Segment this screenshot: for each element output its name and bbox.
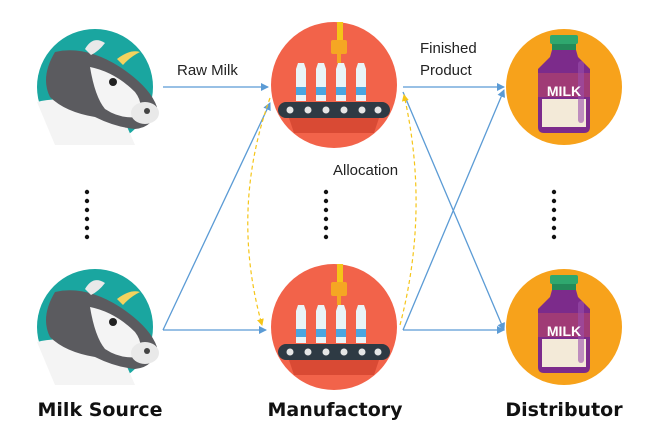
- column-title-manufactory: Manufactory: [267, 399, 403, 421]
- allocation-label: Allocation: [333, 162, 398, 179]
- bottling-conveyor-icon: [271, 264, 397, 390]
- finished-product-label-line1: Finished: [420, 40, 477, 57]
- column-title-distributor: Distributor: [505, 399, 623, 421]
- finished-product-label-line2: Product: [420, 62, 473, 79]
- cow-head-icon: [37, 29, 159, 145]
- flow-lines: [162, 83, 505, 334]
- allocation-arc-right: [399, 94, 417, 326]
- edge-source2-factory1: [162, 102, 271, 331]
- bottle-label: MILK: [547, 323, 581, 339]
- column-title-source: Milk Source: [38, 399, 163, 421]
- cow-head-icon: [37, 269, 159, 385]
- edge-factory2-dist1: [402, 89, 505, 331]
- raw-milk-label: Raw Milk: [177, 62, 238, 79]
- bottling-conveyor-icon: [271, 22, 397, 148]
- allocation-arcs: [247, 94, 417, 326]
- bottle-label: MILK: [547, 83, 581, 99]
- ellipsis-dots: [84, 189, 557, 240]
- allocation-arc-left: [247, 97, 271, 326]
